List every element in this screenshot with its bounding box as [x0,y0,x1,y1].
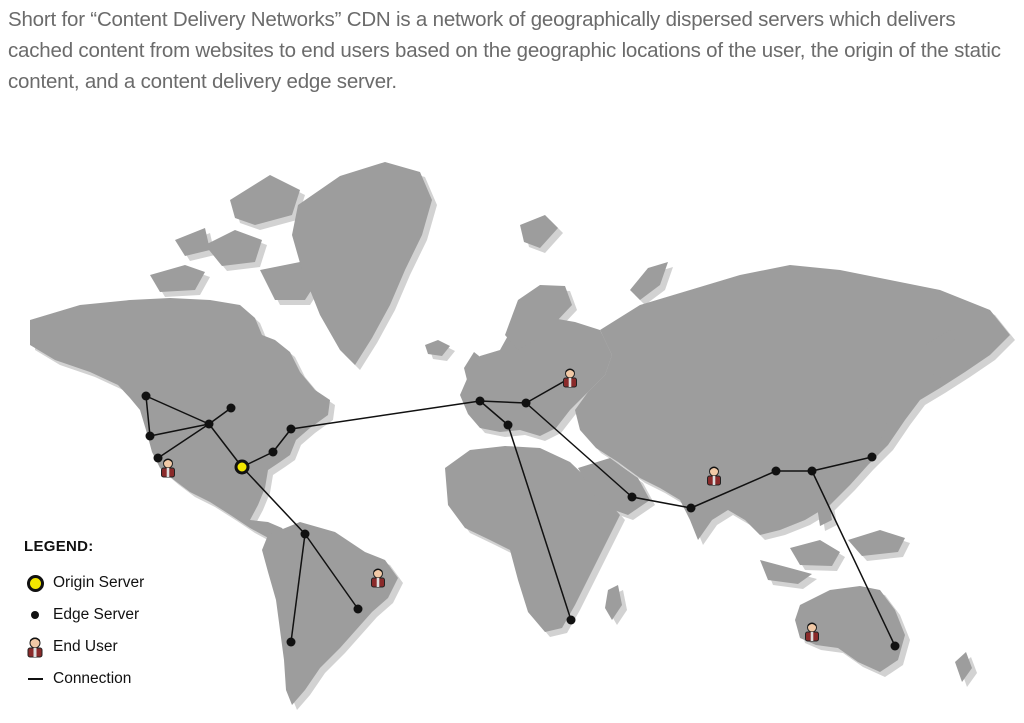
edge-server-icon [31,611,39,619]
connection-origin-dallas-edge-sa-north [241,466,306,535]
connection-edge-sa-north-edge-sa-south [290,533,306,643]
legend-origin-label: Origin Server [53,574,145,591]
connection-edge-eu-south-edge-africa-south [507,424,572,621]
edge-china-west [771,466,781,476]
connection-edge-china-east-edge-australia [811,470,896,647]
edge-na-center [204,419,214,429]
edge-middle-east [627,492,637,502]
edge-sa-east [353,604,363,614]
legend-connection-label: Connection [53,670,132,687]
legend-edge-label: Edge Server [53,606,140,623]
origin-server-icon [26,574,44,592]
legend-title: LEGEND: [24,538,94,555]
connection-edge-china-east-edge-japan [811,456,873,472]
connection-line-icon [27,678,43,680]
legend-item-connection: Connection [24,663,144,695]
connection-edge-na-se-edge-na-east [272,428,292,453]
edge-sa-south [286,637,296,647]
edge-india [686,503,696,513]
user-russia-icon [563,368,577,388]
edge-africa-south [566,615,576,625]
user-california-icon [161,458,175,478]
connection-edge-eu-west-edge-eu-central [479,400,527,404]
edge-sa-north [300,529,310,539]
edge-na-w2 [153,453,163,463]
edge-japan [867,452,877,462]
connection-edge-na-center-edge-na-w2 [157,423,210,459]
user-australia-icon [805,622,819,642]
legend-user-label: End User [53,638,118,655]
connection-edge-na-nw-edge-na-w1 [145,395,151,437]
edge-na-ne [226,403,236,413]
legend-item-edge: Edge Server [24,599,144,631]
connection-edge-na-center-edge-na-w1 [149,423,210,437]
connection-edge-eu-central-user-russia [525,377,571,404]
legend-item-user: End User [24,631,144,663]
connection-edge-na-center-origin-dallas [208,423,243,468]
connection-edge-na-east-edge-eu-west [290,400,481,430]
edge-australia [890,641,900,651]
origin-dallas [234,459,250,475]
edge-china-east [807,466,817,476]
connection-edge-middle-east-edge-india [631,496,692,509]
connection-edge-na-center-edge-na-ne [208,407,232,425]
user-brazil-icon [371,568,385,588]
edge-eu-south [503,420,513,430]
connection-edge-na-center-edge-na-nw [145,395,210,425]
connection-edge-eu-west-edge-eu-south [479,400,509,426]
legend: LEGEND: Origin Server Edge Server End Us… [24,538,144,695]
edge-na-w1 [145,431,155,441]
end-user-icon [27,637,43,658]
edge-na-se [268,447,278,457]
edge-na-east [286,424,296,434]
connection-edge-eu-central-edge-middle-east [525,402,633,498]
connection-edge-india-edge-china-west [690,470,777,509]
connection-edge-sa-north-edge-sa-east [304,533,359,610]
user-india-icon [707,466,721,486]
edge-na-nw [141,391,151,401]
edge-eu-west [475,396,485,406]
legend-item-origin: Origin Server [24,567,144,599]
edge-eu-central [521,398,531,408]
intro-text: Short for “Content Delivery Networks” CD… [8,8,1001,93]
